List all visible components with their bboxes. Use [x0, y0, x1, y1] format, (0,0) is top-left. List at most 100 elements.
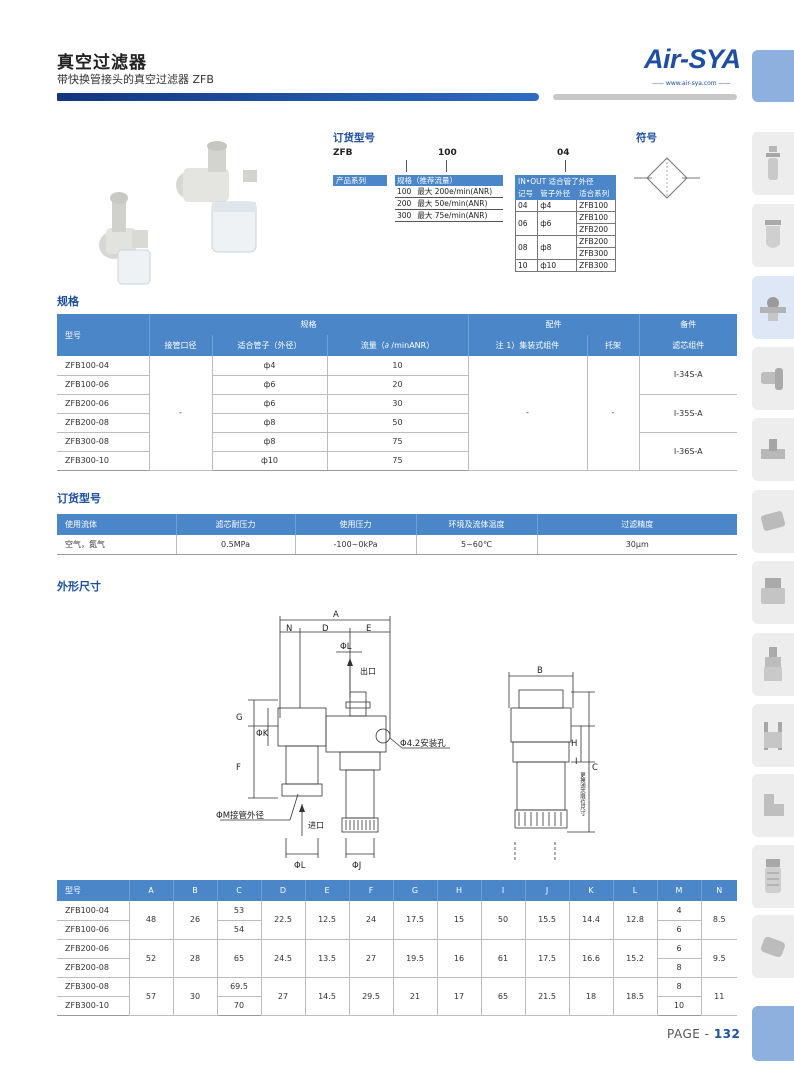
dims-col-F: F: [348, 880, 393, 901]
side-tab-top[interactable]: [752, 50, 794, 102]
dims-col-D: D: [260, 880, 305, 901]
code-tick-spec: [446, 160, 447, 172]
dims-table: 型号 A B C D E F G H I J K L M N ZFB100-04…: [57, 880, 737, 1016]
filter-symbol: [634, 157, 700, 199]
dims-col-E: E: [304, 880, 349, 901]
dim-label-limit: 更换滤芯限位尺寸: [579, 772, 586, 817]
side-tab-valve-1[interactable]: [752, 490, 794, 553]
order-table: 使用流体 滤芯耐压力 使用压力 环境及流体温度 过滤精度 空气，氮气 0.5MP…: [57, 514, 737, 555]
specs-header-model: 型号: [57, 314, 149, 356]
elbow-icon: [764, 793, 784, 816]
table-row: ZFB300-08 57 30 69.5 27 14.5 29.5 21 17 …: [57, 977, 737, 1016]
dim-label-L-top: ΦL: [340, 642, 352, 652]
header-bar-gray: [553, 94, 737, 100]
side-tab-fitting-2[interactable]: [752, 418, 794, 481]
valve-assembly-icon: [761, 577, 785, 604]
dims-col-J: J: [524, 880, 569, 901]
dims-col-I: I: [480, 880, 525, 901]
dims-heading: 外形尺寸: [57, 580, 101, 593]
table-row: ZFB200-08 8: [57, 958, 737, 978]
table-row: 空气，氮气 0.5MPa -100~0kPa 5~60℃ 30μm: [57, 535, 737, 555]
side-tab-bottom[interactable]: [752, 1006, 794, 1061]
page-prefix: PAGE -: [667, 1027, 714, 1041]
dim-label-F: F: [236, 763, 241, 773]
dims-col-G: G: [392, 880, 437, 901]
port-col-series: 适合系列: [576, 187, 616, 200]
table-row: ZFB300-10 ф10 75: [57, 451, 737, 471]
product-unit-large: [176, 141, 257, 253]
product-unit-small: [99, 192, 151, 285]
dims-col-C: C: [216, 880, 261, 901]
elbow-fitting-icon: [761, 367, 783, 390]
dim-label-G: G: [236, 713, 243, 723]
code-tick-port: [565, 160, 566, 172]
product-photo: [99, 141, 257, 285]
dims-col-model: 型号: [57, 880, 129, 901]
symbol-heading: 符号: [636, 132, 657, 144]
side-view-drawing: B H I C 更换滤芯限位尺寸: [508, 666, 598, 862]
side-tab-filter-2[interactable]: [752, 204, 794, 267]
specs-sub-manifold: 注 1）集装式组件: [467, 335, 587, 356]
specs-header-spec: 规格: [148, 314, 468, 335]
regulator-icon: [764, 646, 782, 681]
dims-col-N: N: [700, 880, 737, 901]
side-tab-fitting-1[interactable]: [752, 347, 794, 410]
bowl-filter-icon: [765, 219, 781, 248]
order-table-heading: 订货型号: [57, 492, 101, 505]
order-col-fluid: 使用流体: [57, 514, 176, 535]
side-tab-regulator[interactable]: [752, 633, 794, 696]
side-tab-valve-2[interactable]: [752, 561, 794, 624]
specs-header-spare: 备件: [638, 314, 737, 335]
side-tab-silencer[interactable]: [752, 845, 794, 908]
order-col-pressure: 使用压力: [294, 514, 416, 535]
brand-url: —— www.air-sya.com ——: [652, 80, 731, 87]
silencer-icon: [765, 858, 781, 893]
dims-col-M: M: [656, 880, 701, 901]
side-tab-connector[interactable]: [752, 915, 794, 978]
side-tab-vacuum-filter[interactable]: [752, 276, 794, 339]
vacuum-filter-icon: [760, 296, 786, 321]
table-row: ZFB200-06 52 28 65 24.5 13.5 27 19.5 16 …: [57, 939, 737, 978]
dim-label-E: E: [366, 624, 371, 634]
connector-icon: [761, 936, 785, 957]
specs-table: 型号 规格 配件 备件 接管口径 适合管子（外径） 流量（∂ /minANR） …: [57, 314, 737, 471]
dims-col-A: A: [128, 880, 173, 901]
bracket-icon: [764, 721, 782, 750]
specs-sub-port: 接管口径: [148, 335, 212, 356]
side-tab-bracket[interactable]: [752, 704, 794, 767]
table-row: ZFB300-08 ф8 75 I-36S-A: [57, 432, 737, 471]
order-col-temp: 环境及流体温度: [415, 514, 537, 535]
order-code-heading: 订货型号: [333, 132, 375, 144]
dim-label-C: C: [592, 763, 598, 773]
code-port: 04: [557, 148, 570, 158]
series-label: 产品系列: [333, 175, 387, 186]
table-row: ZFB200-06 ф6 30 I-35S-A: [57, 394, 737, 433]
side-tab-filter-1[interactable]: [752, 132, 794, 195]
dims-col-H: H: [436, 880, 481, 901]
side-tab-elbow[interactable]: [752, 774, 794, 837]
specs-header-parts: 配件: [467, 314, 639, 335]
port-col-dia: 管子外径: [537, 187, 578, 200]
table-row: ZFB100-06 ф6 20: [57, 375, 737, 395]
code-spec: 100: [438, 148, 457, 158]
specs-sub-bracket: 托架: [586, 335, 639, 356]
filter-icon: [766, 145, 780, 180]
dims-col-K: K: [568, 880, 613, 901]
table-row: ZFB100-04 48 26 53 22.5 12.5 24 17.5 15 …: [57, 901, 737, 940]
order-col-proof: 滤芯耐压力: [175, 514, 295, 535]
code-tick-series: [406, 160, 407, 172]
port-code-header: IN•OUT 适合管了外径: [515, 175, 616, 188]
dim-label-D: D: [322, 624, 329, 634]
dim-label-hole: Φ4.2安装孔: [400, 738, 446, 749]
dim-label-I: I: [575, 757, 578, 767]
dim-label-inlet: 进口: [308, 821, 324, 830]
header-bar-blue: [57, 93, 539, 101]
specs-sub-tube: 适合管子（外径）: [211, 335, 327, 356]
